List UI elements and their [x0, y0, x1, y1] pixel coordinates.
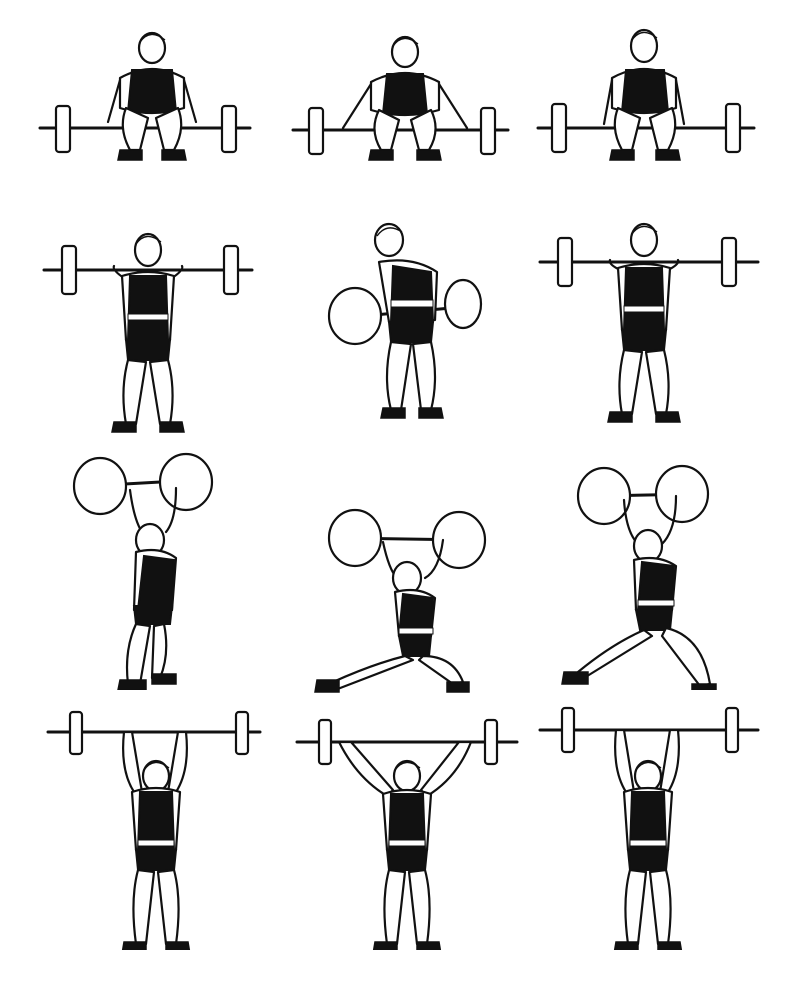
barbell-plate-right — [479, 106, 497, 156]
start-squat-2-drawing — [291, 35, 510, 161]
barbell-plate-right — [724, 706, 740, 754]
front-rack-2-drawing — [538, 222, 760, 423]
barbell-plate-left — [327, 286, 383, 346]
barbell-plate-right — [431, 510, 487, 570]
barbell-plate-left — [560, 706, 576, 754]
lockout-2-drawing — [295, 718, 519, 950]
start-squat-1-drawing — [38, 31, 252, 161]
figure-lockout-2 — [263, 700, 526, 950]
barbell-plate-right — [654, 464, 710, 524]
figure-overhead-side — [0, 440, 263, 690]
barbell-plate-left — [550, 102, 568, 154]
overhead-split-2-drawing — [561, 464, 717, 690]
lifter — [607, 222, 681, 423]
figure-overhead-split-1 — [263, 460, 526, 710]
figure-lockout-1 — [0, 700, 263, 950]
lifter — [121, 730, 191, 950]
overhead-split-1-drawing — [314, 508, 487, 693]
barbell-plate-right — [720, 236, 738, 288]
barbell-plate-right — [158, 452, 214, 512]
barbell-plate-right — [443, 278, 483, 330]
lockout-1-drawing — [46, 710, 262, 950]
barbell-plate-left — [72, 456, 128, 516]
lifter — [341, 35, 469, 161]
lifter — [602, 28, 686, 161]
lifter — [337, 740, 473, 950]
figure-front-rack-2 — [526, 210, 789, 460]
barbell-plate-left — [60, 244, 78, 296]
lifter — [314, 538, 470, 693]
figure-hang-lean-back — [263, 210, 526, 460]
hang-lean-back-drawing — [327, 222, 483, 419]
barbell-plate-right — [234, 710, 250, 756]
lockout-3-drawing — [538, 706, 760, 950]
lifter — [117, 486, 178, 690]
figure-overhead-split-2 — [526, 440, 789, 690]
lifter — [613, 728, 683, 950]
figure-lockout-3 — [526, 700, 789, 950]
barbell-plate-left — [307, 106, 325, 156]
lifter — [106, 31, 198, 161]
lifter — [561, 494, 717, 690]
barbell-plate-right — [724, 102, 742, 154]
barbell-plate-left — [556, 236, 574, 288]
lifter — [111, 232, 185, 433]
barbell-plate-left — [317, 718, 333, 766]
overhead-side-drawing — [72, 452, 214, 690]
barbell-plate-left — [576, 466, 632, 526]
barbell-plate-right — [222, 244, 240, 296]
barbell-plate-right — [220, 104, 238, 154]
figure-start-squat-2 — [263, 0, 526, 250]
barbell-plate-right — [483, 718, 499, 766]
barbell-plate-left — [68, 710, 84, 756]
figure-front-rack-1 — [0, 210, 263, 460]
front-rack-1-drawing — [42, 232, 254, 433]
barbell-plate-left — [54, 104, 72, 154]
start-squat-3-drawing — [536, 28, 756, 161]
figure-start-squat-3 — [526, 0, 789, 250]
barbell-plate-left — [327, 508, 383, 568]
lifter — [373, 222, 444, 419]
figure-start-squat-1 — [0, 0, 263, 250]
